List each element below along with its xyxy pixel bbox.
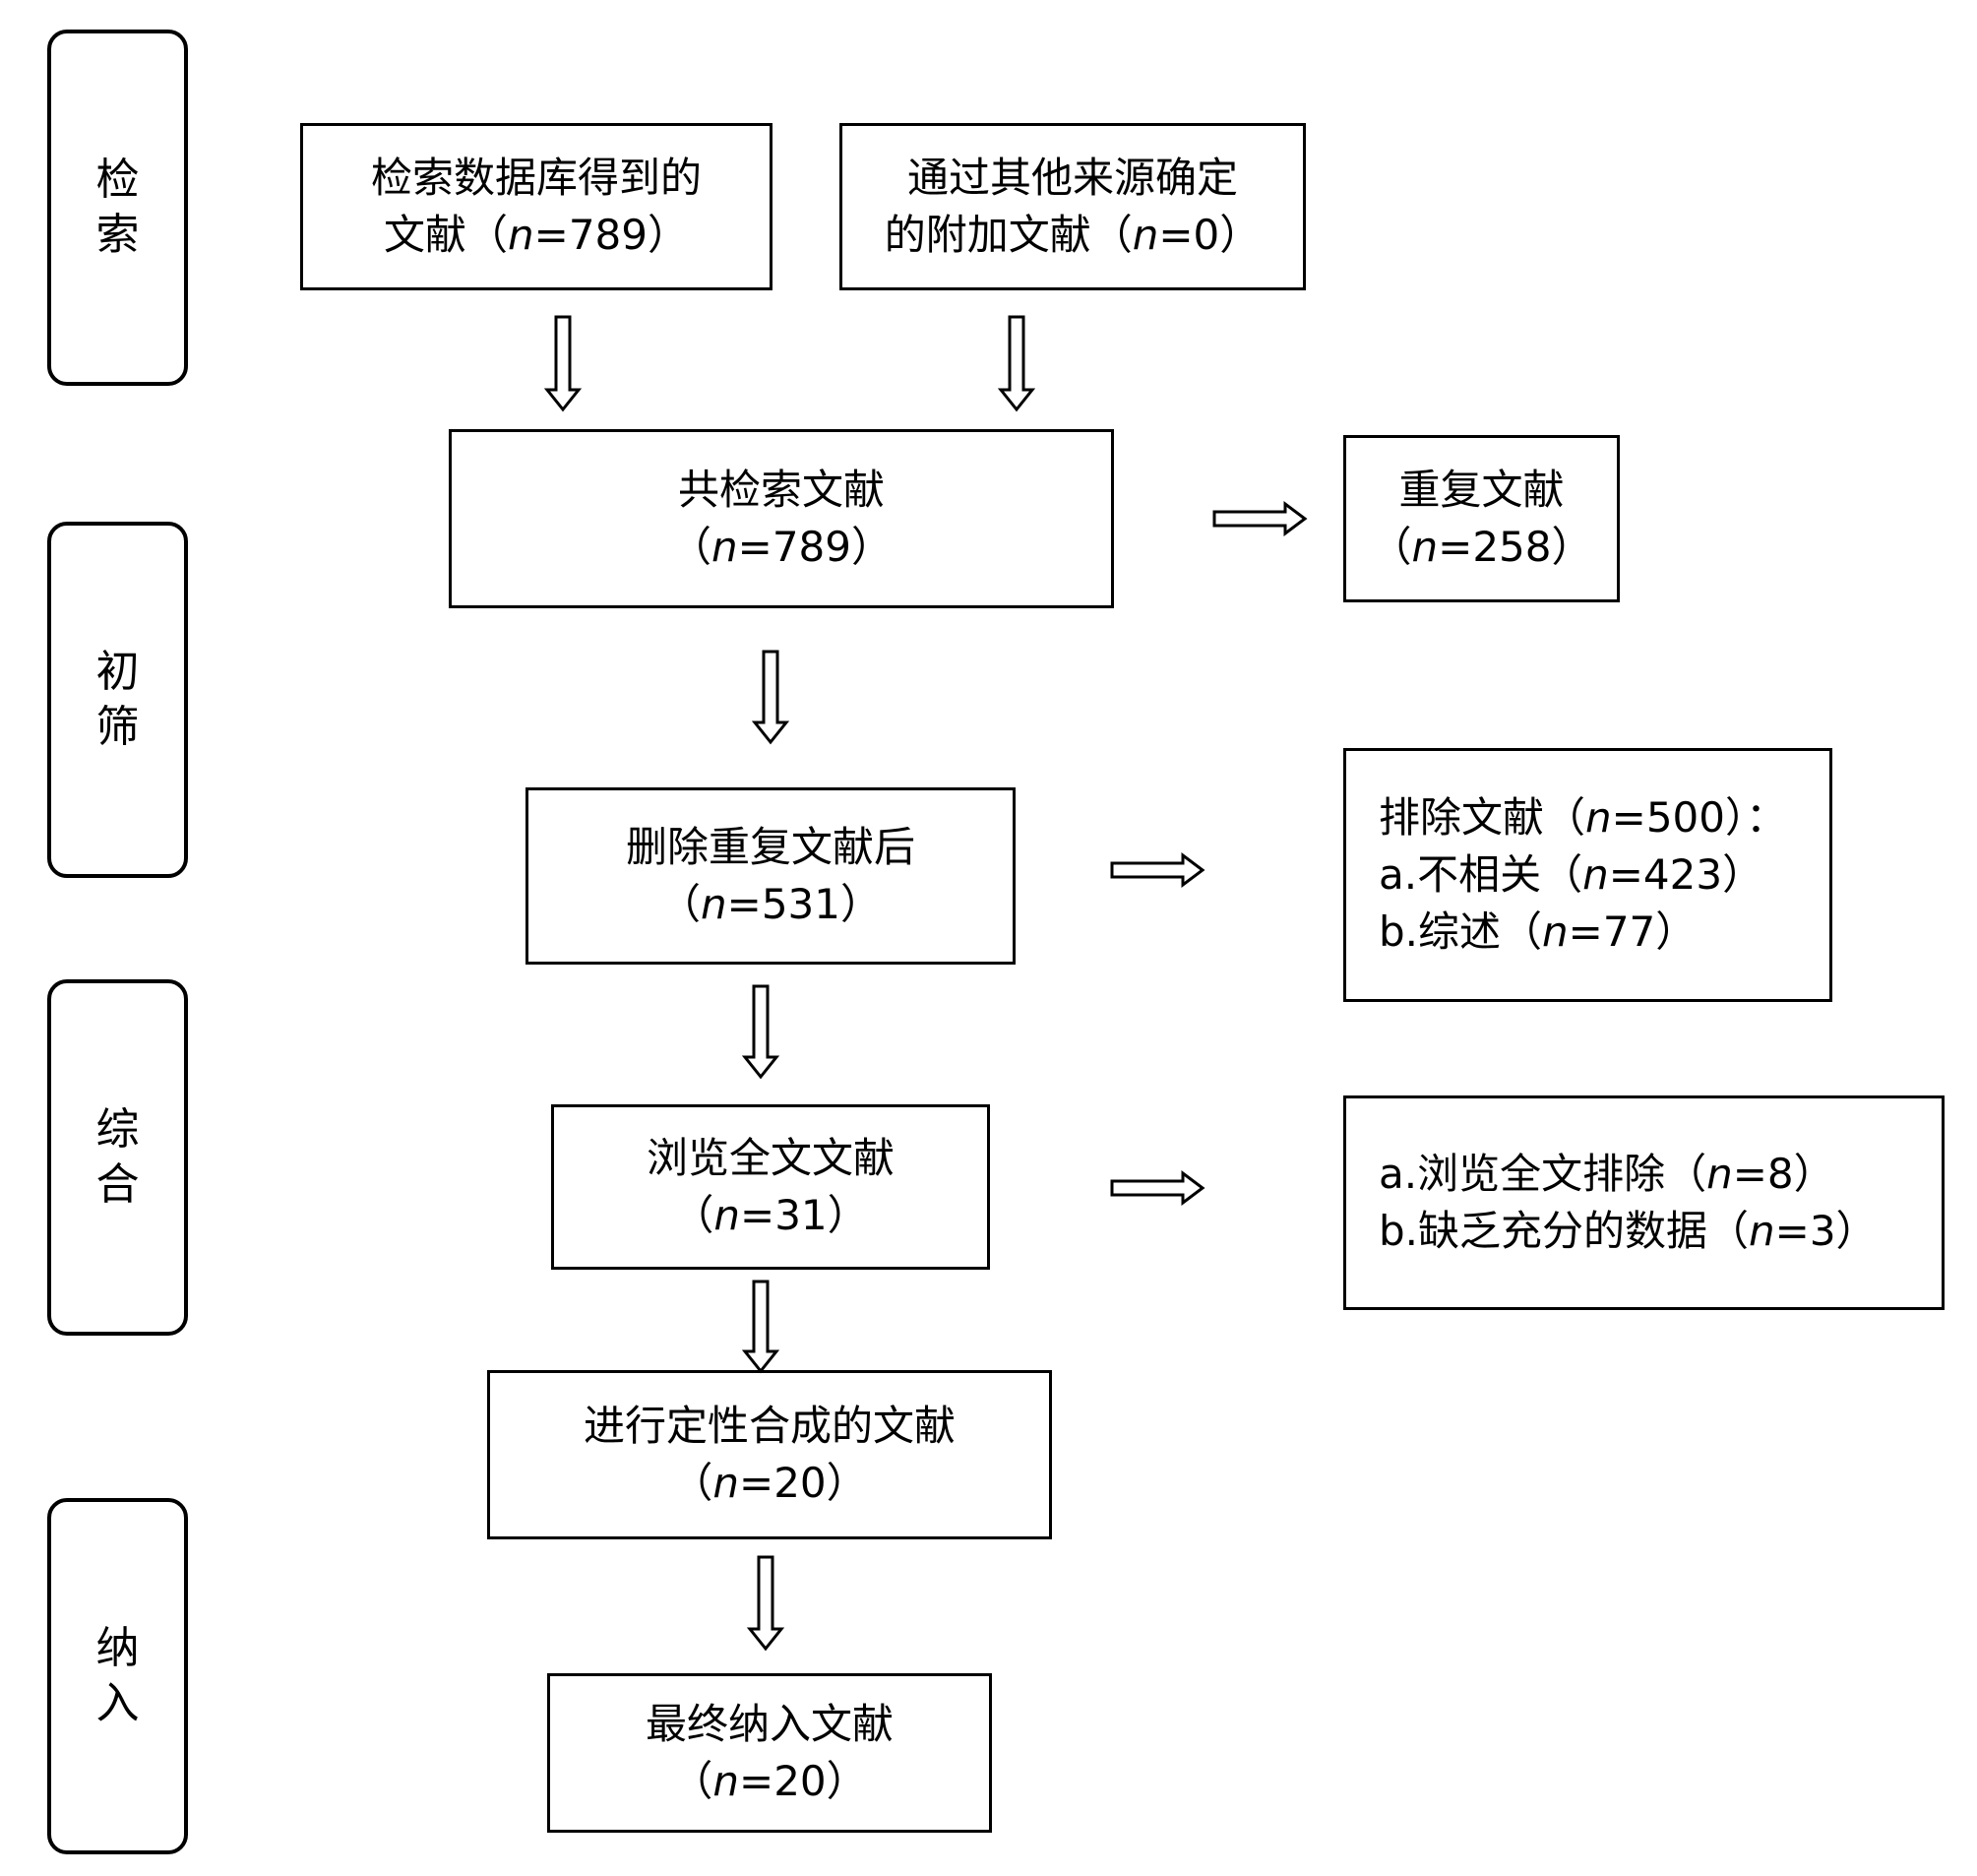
phase-identification-char-1: 检 (95, 155, 140, 205)
phase-identification-char-2: 索 (95, 210, 140, 260)
box-fulltext-excluded: a.浏览全文排除（n=8） b.缺乏充分的数据（n=3） (1343, 1095, 1945, 1310)
box-final-line1: 最终纳入文献 (645, 1700, 894, 1748)
box-database-line1: 检索数据库得到的 (370, 154, 702, 202)
box-fulltext-line2: （n=31） (672, 1191, 869, 1239)
box-after-dedup-line2: （n=531） (659, 880, 882, 928)
box-database-records: 检索数据库得到的 文献（n=789） (300, 123, 772, 290)
arrow-down-fulltext (741, 1280, 780, 1374)
box-other-sources: 通过其他来源确定 的附加文献（n=0） (839, 123, 1306, 290)
box-final-included: 最终纳入文献 （n=20） (547, 1673, 992, 1833)
phase-identification: 检 索 (47, 30, 188, 386)
phase-screening-char-2: 筛 (95, 702, 140, 752)
arrow-right-duplicates (1212, 501, 1308, 536)
box-fulltext-excluded-line1: a.浏览全文排除（n=8） (1379, 1150, 1835, 1198)
arrow-down-qualitative (746, 1555, 785, 1652)
box-total-line1: 共检索文献 (677, 466, 885, 514)
box-fulltext: 浏览全文文献 （n=31） (551, 1104, 990, 1270)
phase-included-char-1: 纳 (95, 1623, 140, 1673)
arrow-down-other-sources (997, 315, 1036, 412)
arrow-right-fulltext-excluded (1110, 1170, 1205, 1206)
box-duplicates-line1: 重复文献 (1398, 466, 1565, 514)
box-final-line2: （n=20） (671, 1757, 868, 1805)
box-total-line2: （n=789） (670, 523, 893, 571)
phase-eligibility-char-1: 综 (95, 1104, 140, 1155)
box-duplicates: 重复文献 （n=258） (1343, 435, 1620, 602)
box-qualitative-line2: （n=20） (671, 1459, 868, 1507)
phase-screening-char-1: 初 (95, 647, 140, 697)
box-fulltext-excluded-line2: b.缺乏充分的数据（n=3） (1379, 1207, 1878, 1255)
box-after-dedup-line1: 删除重复文献后 (625, 823, 915, 871)
arrow-down-total (751, 650, 790, 745)
phase-eligibility-char-2: 合 (95, 1159, 140, 1210)
box-excluded-line2: a.不相关（n=423） (1379, 850, 1764, 899)
box-excluded-line3: b.综述（n=77） (1379, 907, 1698, 956)
box-qualitative-line1: 进行定性合成的文献 (583, 1402, 956, 1450)
phase-screening: 初 筛 (47, 522, 188, 878)
box-qualitative-synthesis: 进行定性合成的文献 （n=20） (487, 1370, 1052, 1539)
phase-included: 纳 入 (47, 1498, 188, 1854)
arrow-down-after-dedup (741, 984, 780, 1080)
box-other-sources-line1: 通过其他来源确定 (906, 154, 1238, 202)
box-excluded-records: 排除文献（n=500）： a.不相关（n=423） b.综述（n=77） (1343, 748, 1832, 1002)
arrow-right-excluded (1110, 852, 1205, 888)
box-other-sources-line2: 的附加文献（n=0） (884, 211, 1262, 259)
box-database-line2: 文献（n=789） (384, 211, 689, 259)
box-excluded-line1: 排除文献（n=500）： (1379, 793, 1787, 842)
box-after-dedup: 删除重复文献后 （n=531） (525, 787, 1016, 965)
phase-eligibility: 综 合 (47, 979, 188, 1336)
box-duplicates-line2: （n=258） (1370, 523, 1593, 571)
phase-included-char-2: 入 (95, 1678, 140, 1728)
arrow-down-database (543, 315, 583, 412)
box-total-records: 共检索文献 （n=789） (449, 429, 1114, 608)
box-fulltext-line1: 浏览全文文献 (646, 1134, 895, 1182)
